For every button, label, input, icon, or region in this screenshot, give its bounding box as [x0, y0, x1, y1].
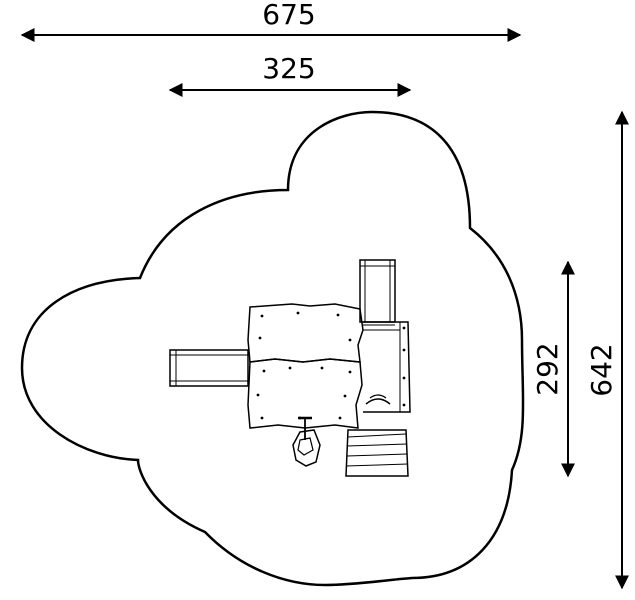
structure-depth-dimension: 292: [531, 260, 575, 478]
roof: [247, 303, 364, 429]
roof-panel-lower: [247, 358, 363, 429]
top-slide: [359, 259, 396, 323]
safety-zone-outline: [20, 110, 525, 587]
overall-depth-dimension: 642: [585, 110, 629, 590]
left-slide: [169, 349, 249, 387]
overall-depth-label: 642: [585, 343, 618, 396]
structure-width-dimension: 325: [168, 52, 412, 97]
roof-panel-upper: [247, 303, 364, 363]
structure-depth-label: 292: [531, 342, 564, 395]
stairs: [345, 429, 409, 477]
structure-width-label: 325: [262, 52, 315, 85]
overall-width-dimension: 675: [20, 0, 522, 42]
climbing-element: [292, 416, 321, 467]
deck-platform: [363, 321, 411, 413]
overall-width-label: 675: [262, 0, 315, 31]
